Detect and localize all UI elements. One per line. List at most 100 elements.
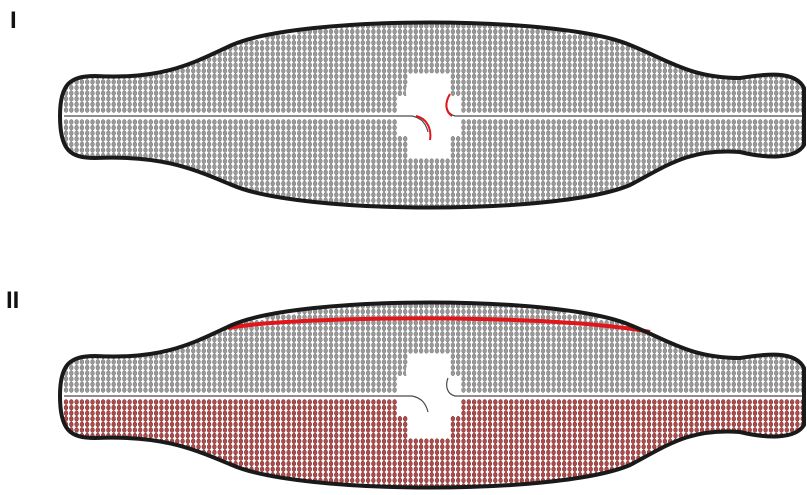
pore: [181, 80, 185, 85]
pore: [790, 96, 794, 101]
pore: [144, 131, 148, 136]
pore: [165, 337, 169, 342]
pore: [700, 96, 704, 101]
pore: [520, 35, 524, 40]
pore: [520, 170, 524, 175]
pore: [483, 108, 487, 113]
pore: [313, 354, 317, 359]
pore: [536, 91, 540, 96]
pore: [425, 181, 429, 186]
pore: [319, 332, 323, 337]
pore: [313, 85, 317, 90]
pore: [297, 192, 301, 197]
pore: [493, 52, 497, 57]
highlighted-pore: [266, 405, 270, 410]
pore: [266, 63, 270, 68]
pore: [382, 136, 386, 141]
pore: [790, 91, 794, 96]
pore: [605, 40, 609, 45]
pore: [122, 80, 126, 85]
pore: [631, 159, 635, 164]
pore: [340, 80, 344, 85]
pore: [175, 57, 179, 62]
highlighted-pore: [366, 444, 370, 449]
highlighted-pore: [377, 433, 381, 438]
pore: [382, 164, 386, 169]
pore: [467, 153, 471, 158]
pore: [197, 388, 201, 393]
pore: [165, 343, 169, 348]
highlighted-pore: [260, 416, 264, 421]
pore: [525, 102, 529, 107]
pore: [244, 74, 248, 79]
highlighted-pore: [218, 416, 222, 421]
pore: [324, 142, 328, 147]
pore: [472, 159, 476, 164]
highlighted-pore: [334, 433, 338, 438]
pore: [769, 131, 773, 136]
pore: [631, 108, 635, 113]
pore: [578, 80, 582, 85]
highlighted-pore: [260, 400, 264, 405]
highlighted-pore: [281, 456, 285, 461]
pore: [637, 164, 641, 169]
pore: [790, 102, 794, 107]
pore: [91, 148, 95, 153]
pore: [721, 80, 725, 85]
pore: [403, 309, 407, 314]
pore: [584, 176, 588, 181]
pore: [345, 187, 349, 192]
pore: [642, 164, 646, 169]
pore: [520, 181, 524, 186]
highlighted-pore: [292, 472, 296, 477]
highlighted-pore: [377, 472, 381, 477]
pore: [483, 176, 487, 181]
pore: [610, 170, 614, 175]
pore: [112, 382, 116, 387]
highlighted-pore: [303, 439, 307, 444]
pore: [515, 35, 519, 40]
pore: [122, 371, 126, 376]
pore: [324, 136, 328, 141]
highlighted-pore: [372, 472, 376, 477]
pore: [504, 198, 508, 203]
pore: [637, 102, 641, 107]
pore: [589, 164, 593, 169]
pore: [509, 181, 513, 186]
highlighted-pore: [175, 405, 179, 410]
pore: [711, 159, 715, 164]
pore: [668, 136, 672, 141]
highlighted-pore: [308, 461, 312, 466]
pore: [361, 153, 365, 158]
pore: [361, 85, 365, 90]
pore: [382, 170, 386, 175]
highlighted-pore: [393, 433, 397, 438]
pore: [345, 192, 349, 197]
pore: [340, 187, 344, 192]
pore: [568, 120, 572, 125]
pore: [440, 192, 444, 197]
pore: [605, 164, 609, 169]
pore: [727, 153, 731, 158]
pore: [366, 348, 370, 353]
highlighted-pore: [419, 478, 423, 483]
highlighted-pore: [276, 439, 280, 444]
highlighted-pore: [361, 456, 365, 461]
pore: [244, 382, 248, 387]
pore: [546, 96, 550, 101]
pore: [266, 337, 270, 342]
pore: [774, 148, 778, 153]
pore: [281, 148, 285, 153]
pore: [266, 46, 270, 51]
highlighted-pore: [334, 400, 338, 405]
pore: [319, 348, 323, 353]
pore: [573, 68, 577, 73]
pore: [308, 74, 312, 79]
pore: [255, 148, 259, 153]
pore: [541, 80, 545, 85]
pore: [721, 136, 725, 141]
pore: [361, 371, 365, 376]
highlighted-pore: [133, 411, 137, 416]
highlighted-pore: [101, 422, 105, 427]
pore: [504, 80, 508, 85]
